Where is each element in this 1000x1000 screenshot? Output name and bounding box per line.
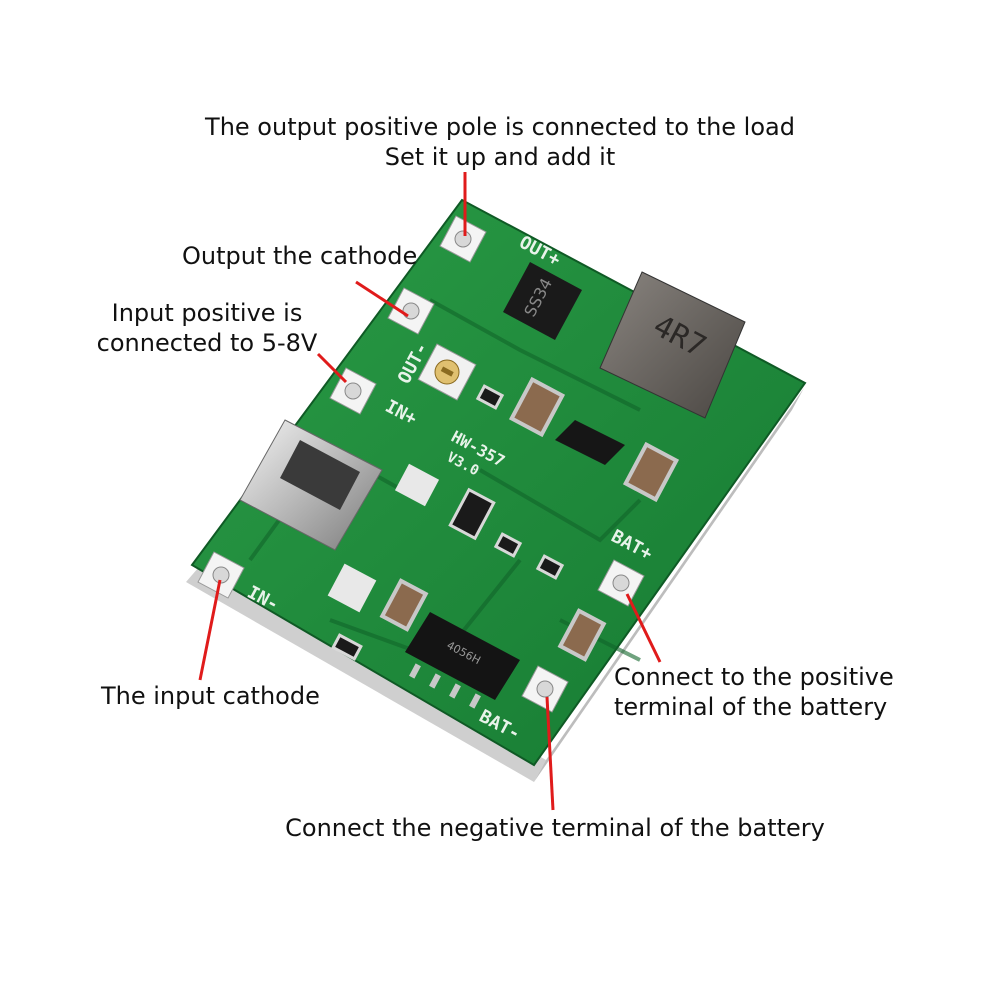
leader-in-pos <box>316 352 348 384</box>
solder-pad <box>327 563 377 613</box>
charger-ic-pins <box>409 663 481 709</box>
pcb-side <box>534 388 804 782</box>
pad-bat-minus <box>521 665 569 713</box>
callout-lines <box>198 172 662 811</box>
diode: SS34 <box>503 262 582 340</box>
callout-input-negative: The input cathode <box>101 682 320 710</box>
capacitors <box>379 376 680 662</box>
callout-input-positive-line1: Input positive is <box>111 299 303 327</box>
pad-out-minus <box>387 287 435 335</box>
pad-bat-plus <box>597 559 645 607</box>
callout-battery-negative: Connect the negative terminal of the bat… <box>285 814 825 842</box>
callout-output-negative: Output the cathode <box>182 242 418 270</box>
solder-pad <box>394 463 440 507</box>
leader-bat-pos <box>625 593 662 663</box>
callout-output-positive-line2: Set it up and add it <box>384 143 616 171</box>
pad-out-plus <box>439 215 487 263</box>
pad-in-minus <box>197 551 245 599</box>
resistors <box>331 384 565 661</box>
potentiometer <box>417 343 477 401</box>
callout-output-positive: The output positive pole is connected to… <box>0 112 1000 172</box>
callout-output-positive-line1: The output positive pole is connected to… <box>205 113 795 141</box>
leader-bat-neg <box>545 696 555 811</box>
callout-battery-positive-line2: terminal of the battery <box>614 693 888 721</box>
regulator-ic <box>555 420 625 465</box>
pcb-edge <box>186 560 546 782</box>
callout-battery-positive: Connect to the positive terminal of the … <box>614 662 894 722</box>
micro-usb-port <box>239 419 383 551</box>
callout-input-positive: Input positive is connected to 5-8V <box>94 298 320 358</box>
callout-input-positive-line2: connected to 5-8V <box>96 329 318 357</box>
callout-battery-positive-line1: Connect to the positive <box>614 663 894 691</box>
inductor: 4R7 <box>599 271 746 419</box>
leader-in-neg <box>198 579 222 681</box>
charger-ic <box>405 612 520 700</box>
leader-out-neg <box>355 280 409 318</box>
